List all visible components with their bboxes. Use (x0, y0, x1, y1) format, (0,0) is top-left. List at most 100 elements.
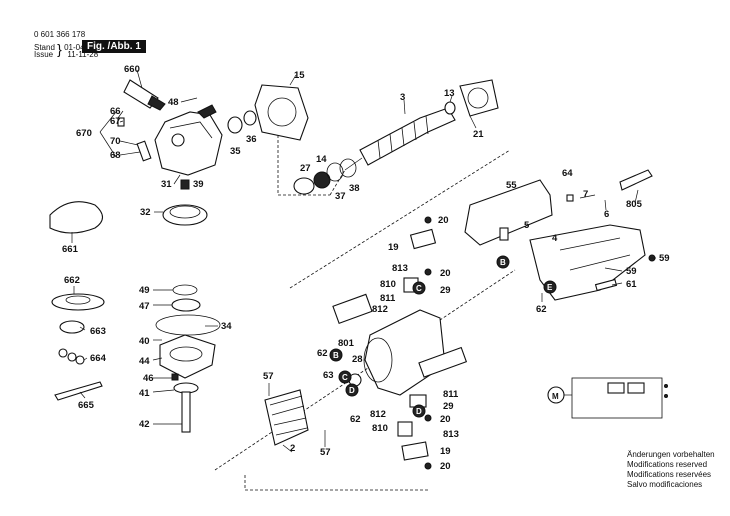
motor-housing (332, 293, 468, 396)
label-661: 661 (62, 244, 79, 255)
label-665: 665 (78, 400, 95, 411)
svg-text:B: B (333, 351, 339, 360)
label-29-a: 29 (440, 285, 451, 296)
label-664: 664 (90, 353, 107, 364)
label-44: 44 (139, 356, 150, 367)
stand-row: Stand } 01-04 (34, 40, 85, 56)
label-34: 34 (221, 321, 232, 332)
label-62-a: 62 (317, 348, 328, 359)
label-812-a: 812 (372, 304, 388, 315)
label-61: 61 (626, 279, 637, 290)
label-64: 64 (562, 168, 573, 179)
label-5: 5 (524, 220, 530, 231)
marker-c-2: C (412, 281, 426, 295)
label-801: 801 (338, 338, 355, 349)
stand-value: 01-04 (64, 43, 85, 52)
svg-text:C: C (342, 373, 348, 382)
label-812-b: 812 (370, 409, 386, 420)
figure-label: Fig. /Abb. 1 (82, 40, 146, 53)
label-36: 36 (246, 134, 257, 145)
label-57-b: 57 (320, 447, 331, 458)
label-28: 28 (352, 354, 363, 365)
label-813-a: 813 (392, 263, 408, 274)
label-2: 2 (290, 443, 295, 454)
stator (264, 389, 309, 446)
label-42: 42 (139, 419, 150, 430)
label-811-b: 811 (443, 389, 459, 400)
stand-label: Stand (34, 43, 55, 52)
label-59-a: 59 (659, 253, 670, 264)
label-3: 3 (400, 92, 405, 103)
label-662: 662 (64, 275, 80, 286)
svg-text:M: M (552, 392, 559, 401)
washers (58, 348, 85, 365)
svg-text:C: C (416, 284, 422, 293)
label-20-a: 20 (438, 215, 449, 226)
label-20-b: 20 (440, 268, 451, 279)
spindle-gear (162, 179, 208, 226)
note-de: Änderungen vorbehalten (627, 450, 715, 459)
part-labels: 660 48 66 67 670 70 68 31 39 32 661 15 3… (62, 64, 670, 472)
backing-pad (51, 293, 105, 334)
marker-b-1: B (329, 348, 343, 362)
label-660: 660 (124, 64, 140, 75)
issue-value: 11-11-28 (67, 50, 99, 59)
side-handle (123, 79, 166, 111)
label-68: 68 (110, 150, 121, 161)
small-bearings (227, 110, 357, 195)
label-14: 14 (316, 154, 327, 165)
label-4: 4 (552, 233, 558, 244)
doc-number: 0 601 366 178 (34, 30, 86, 39)
label-32: 32 (140, 207, 151, 218)
label-663: 663 (90, 326, 106, 337)
marker-d-1: D (345, 383, 359, 397)
assembly-outline (214, 95, 516, 491)
label-47: 47 (139, 301, 150, 312)
label-38: 38 (349, 183, 360, 194)
label-19-a: 19 (388, 242, 399, 253)
label-31: 31 (161, 179, 172, 190)
label-810-a: 810 (380, 279, 396, 290)
note-fr: Modifications reservées (627, 470, 712, 479)
label-27: 27 (300, 163, 311, 174)
label-49: 49 (139, 285, 150, 296)
handle-housing (464, 169, 656, 301)
issue-label: Issue (34, 50, 54, 59)
label-29-b: 29 (443, 401, 454, 412)
armature (344, 107, 456, 171)
label-20-d: 20 (440, 461, 451, 472)
label-37: 37 (335, 191, 346, 202)
label-805: 805 (626, 199, 643, 210)
label-670: 670 (76, 128, 92, 139)
svg-text:E: E (547, 283, 553, 292)
label-62-b: 62 (350, 414, 361, 425)
label-20-c: 20 (440, 414, 451, 425)
spanner (54, 381, 103, 401)
label-39: 39 (193, 179, 204, 190)
stand-brace: } (57, 41, 62, 57)
marker-d-2: D (412, 404, 426, 418)
label-19-b: 19 (440, 446, 451, 457)
note-en: Modifications reserved (627, 460, 708, 469)
marker-b-2: B (496, 255, 510, 269)
label-67: 67 (110, 116, 121, 127)
bearing-flange (254, 84, 309, 141)
gear-head-assembly (155, 284, 221, 433)
label-7: 7 (583, 189, 588, 200)
label-62-c: 62 (536, 304, 547, 315)
label-21: 21 (473, 129, 484, 140)
label-48: 48 (168, 97, 179, 108)
label-66: 66 (110, 106, 121, 117)
switch-and-brushes (397, 216, 437, 470)
gear-housing (154, 104, 223, 176)
label-59-b: 59 (626, 266, 637, 277)
svg-text:D: D (349, 386, 355, 395)
circuit-diagram: M (547, 377, 668, 419)
svg-text:D: D (416, 407, 422, 416)
label-13: 13 (444, 88, 455, 99)
modification-notes: Änderungen vorbehalten Modifications res… (627, 450, 715, 490)
label-813-b: 813 (443, 429, 459, 440)
label-15: 15 (294, 70, 305, 81)
label-6: 6 (604, 209, 609, 220)
